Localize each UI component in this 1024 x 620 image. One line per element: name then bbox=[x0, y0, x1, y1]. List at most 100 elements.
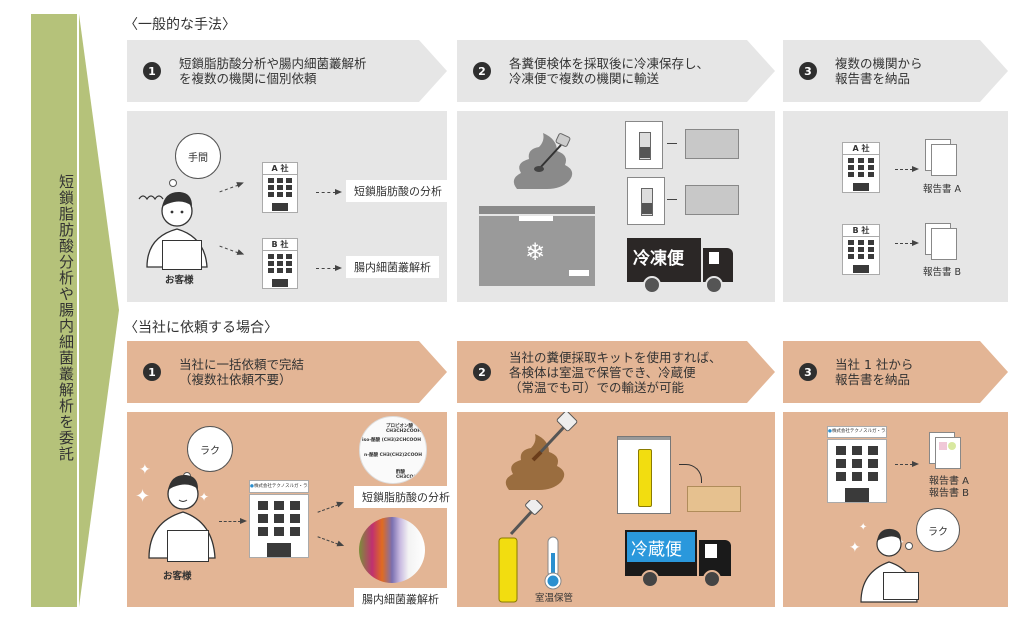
chevron-right-arrow-icon bbox=[79, 14, 119, 607]
dashed-arrow-icon bbox=[316, 265, 342, 271]
report-a-label: 報告書 A bbox=[929, 476, 970, 487]
building-company-b: B 社 bbox=[842, 224, 880, 275]
truck-label: 冷蔵便 bbox=[631, 540, 682, 560]
thought-text: 手間 bbox=[188, 152, 208, 164]
sparkle-icon: ✦ bbox=[135, 486, 151, 507]
arrow-icon bbox=[667, 199, 677, 200]
company-building-icon bbox=[827, 439, 887, 503]
microbiome-chart-image bbox=[359, 517, 425, 583]
laptop-icon bbox=[167, 530, 209, 562]
step-text: 当社の糞便採取キットを使用すれば、 各検体は室温で保管でき、冷蔵便 （常温でも可… bbox=[509, 349, 722, 395]
general-step-3: 3 複数の機関から 報告書を納品 bbox=[783, 40, 1008, 102]
step-text: 短鎖脂肪酸分析や腸内細菌叢解析 を複数の機関に個別依頼 bbox=[179, 56, 367, 86]
step-number-badge: 1 bbox=[143, 363, 161, 381]
shipping-box-icon bbox=[687, 486, 741, 512]
thought-dot bbox=[905, 542, 913, 550]
building-company-a: A 社 bbox=[842, 142, 880, 193]
step-text: 各糞便検体を採取後に冷凍保存し、 冷凍便で複数の機関に輸送 bbox=[509, 56, 710, 86]
ours-panel-room-temp-ship: 室温保管 冷蔵便 bbox=[457, 412, 775, 607]
laptop-icon bbox=[162, 240, 202, 270]
room-temp-storage-label: 室温保管 bbox=[535, 593, 574, 604]
thought-bubble: 手間 bbox=[175, 133, 221, 179]
thought-bubble: ラク bbox=[187, 426, 233, 472]
company-b-sign: B 社 bbox=[842, 224, 880, 237]
ours-step-2: 2 当社の糞便採取キットを使用すれば、 各検体は室温で保管でき、冷蔵便 （常温で… bbox=[457, 341, 775, 403]
general-panel-request: 手間 お客様 A 社 短鎖脂肪酸の分析 B 社 腸内細菌叢解析 bbox=[127, 111, 450, 302]
dashed-arrow-icon bbox=[317, 504, 339, 513]
step-number-badge: 2 bbox=[473, 62, 491, 80]
sample-tube-swab-icon bbox=[498, 500, 543, 603]
sample-bag-icon bbox=[627, 177, 665, 225]
sparkle-icon: ✦ bbox=[199, 490, 210, 504]
report-document-icon bbox=[931, 144, 957, 176]
sparkle-icon: ✦ bbox=[849, 540, 861, 556]
step-text: 当社に一括依頼で完結 （複数社依頼不要） bbox=[179, 357, 305, 387]
section-heading-general: 〈一般的な手法〉 bbox=[124, 17, 236, 33]
ours-panel-report: ●株式会社テクノスルガ・ラボ 報告書 A 報告書 B ラク ✦ ✦ ✦ bbox=[783, 412, 1008, 607]
result-label-scfa: 短鎖脂肪酸の分析 bbox=[354, 486, 458, 508]
general-panel-freeze-ship: ❄ 冷凍便 bbox=[457, 111, 775, 302]
report-document-icon bbox=[935, 437, 961, 469]
ours-step-1: 1 当社に一括依頼で完結 （複数社依頼不要） bbox=[127, 341, 447, 403]
dashed-arrow-icon bbox=[895, 166, 919, 172]
ours-step-3: 3 当社 1 社から 報告書を納品 bbox=[783, 341, 1008, 403]
sidebar-title: 短鎖脂肪酸分析や腸内細菌叢解析を委託 bbox=[57, 174, 75, 462]
dashed-arrow-icon bbox=[316, 189, 342, 195]
ours-panel-request: ラク ✦ ✦ ✦ お客様 ●株式会社テクノスルガ・ラボ プロピオン酸 CH3CH… bbox=[127, 412, 458, 610]
stool-sampling-swab-icon bbox=[505, 412, 578, 490]
truck-label: 冷凍便 bbox=[633, 249, 684, 269]
sample-bag-icon bbox=[617, 436, 671, 514]
customer-label: お客様 bbox=[165, 275, 194, 286]
report-b-label: 報告書 B bbox=[923, 267, 962, 278]
company-a-sign: A 社 bbox=[262, 162, 298, 175]
customer-label: お客様 bbox=[163, 571, 192, 582]
section-heading-ours: 〈当社に依頼する場合〉 bbox=[124, 320, 278, 336]
report-document-icon bbox=[931, 228, 957, 260]
report-b-label: 報告書 B bbox=[929, 488, 970, 499]
company-a-sign: A 社 bbox=[842, 142, 880, 155]
general-step-1: 1 短鎖脂肪酸分析や腸内細菌叢解析 を複数の機関に個別依頼 bbox=[127, 40, 447, 102]
laptop-icon bbox=[883, 572, 919, 600]
snowflake-icon: ❄ bbox=[525, 238, 546, 266]
scfa-molecule-image: プロピオン酸 CH3CH2COOH iso-酪酸 (CH3)2CHCOOH n-… bbox=[359, 416, 427, 484]
dashed-arrow-icon bbox=[895, 461, 919, 467]
frozen-delivery-truck-icon: 冷凍便 bbox=[627, 238, 735, 294]
sparkle-icon: ✦ bbox=[859, 522, 868, 533]
general-step-2: 2 各糞便検体を採取後に冷凍保存し、 冷凍便で複数の機関に輸送 bbox=[457, 40, 775, 102]
company-sign: ●株式会社テクノスルガ・ラボ bbox=[827, 426, 887, 438]
dashed-arrow-icon bbox=[895, 240, 919, 246]
general-panel-reports: A 社 報告書 A B 社 報告書 B bbox=[783, 111, 1008, 302]
thermometer-icon bbox=[544, 536, 562, 590]
shipping-box-icon bbox=[685, 129, 739, 159]
result-label-microbiome: 腸内細菌叢解析 bbox=[354, 588, 447, 610]
company-sign: ●株式会社テクノスルガ・ラボ bbox=[249, 480, 309, 493]
thought-bubble: ラク bbox=[916, 508, 960, 552]
step-number-badge: 2 bbox=[473, 363, 491, 381]
building-company-a: A 社 bbox=[262, 162, 298, 213]
company-b-sign: B 社 bbox=[262, 238, 298, 251]
sidebar-title-bar: 短鎖脂肪酸分析や腸内細菌叢解析を委託 bbox=[31, 14, 77, 607]
thought-text: ラク bbox=[200, 445, 220, 457]
thought-text: ラク bbox=[928, 526, 948, 538]
arrow-icon bbox=[667, 143, 677, 144]
sample-bag-icon bbox=[625, 121, 663, 169]
building-company-b: B 社 bbox=[262, 238, 298, 289]
stool-sample-icon bbox=[513, 133, 573, 189]
company-building-icon bbox=[249, 494, 309, 558]
step-number-badge: 3 bbox=[799, 363, 817, 381]
step-number-badge: 1 bbox=[143, 62, 161, 80]
step-text: 当社 1 社から 報告書を納品 bbox=[835, 357, 914, 387]
dashed-arrow-icon bbox=[219, 518, 247, 524]
freezer-icon: ❄ bbox=[479, 206, 595, 286]
curved-arrow-icon bbox=[679, 464, 702, 483]
result-label-microbiome: 腸内細菌叢解析 bbox=[346, 256, 439, 278]
step-text: 複数の機関から 報告書を納品 bbox=[835, 56, 923, 86]
step-number-badge: 3 bbox=[799, 62, 817, 80]
dashed-arrow-icon bbox=[317, 536, 339, 545]
shipping-box-icon bbox=[685, 185, 739, 215]
result-label-scfa: 短鎖脂肪酸の分析 bbox=[346, 180, 450, 202]
refrigerated-delivery-truck-icon: 冷蔵便 bbox=[625, 530, 733, 588]
sparkle-icon: ✦ bbox=[139, 462, 151, 478]
thought-dot bbox=[169, 179, 177, 187]
report-a-label: 報告書 A bbox=[923, 184, 962, 195]
